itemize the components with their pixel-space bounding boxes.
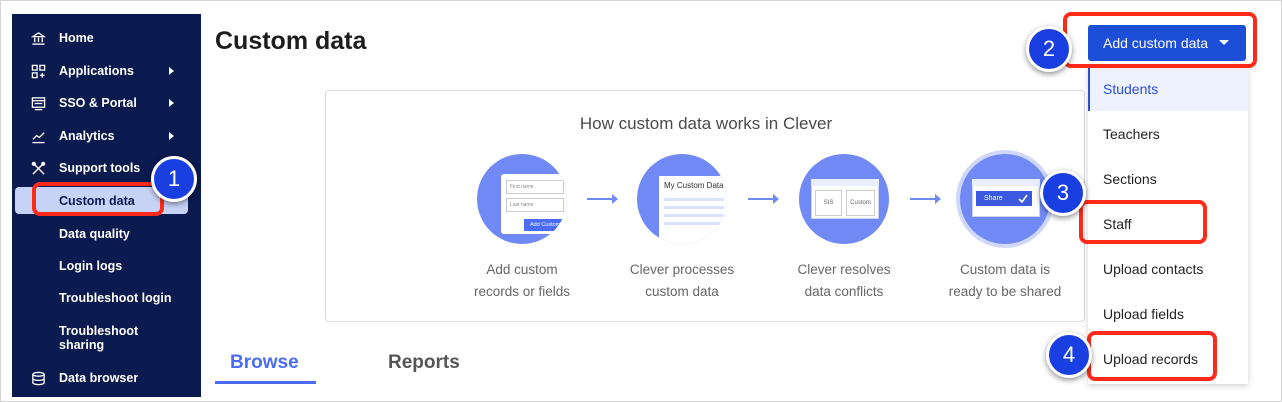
step-badge: 1 [151, 156, 197, 202]
arrow-right-icon [587, 194, 618, 204]
menu-item-upload-records[interactable]: Upload records [1103, 350, 1198, 367]
caption-line: Clever resolves [797, 262, 891, 277]
step-badge: 2 [1026, 26, 1072, 72]
data-sheet-illustration: My Custom Data [637, 154, 727, 244]
sidebar-item-sso-portal[interactable]: SSO & Portal [12, 88, 201, 118]
caption-line: Add custom [486, 262, 558, 277]
sidebar-item-label: Login logs [59, 259, 123, 273]
sidebar-item-label: Data browser [59, 371, 139, 385]
sidebar-item-data-quality[interactable]: Data quality [12, 219, 201, 249]
custom-box: Custom [846, 190, 875, 216]
tab-reports[interactable]: Reports [388, 352, 460, 373]
sidebar-item-data-browser[interactable]: Data browser [12, 363, 201, 393]
menu-item-upload-contacts[interactable]: Upload contacts [1103, 260, 1204, 277]
conflict-illustration: SIS Custom [799, 154, 889, 244]
sidebar-item-label: Support tools [59, 161, 141, 175]
step-caption: Add custom records or fields [447, 259, 597, 303]
menu-item-staff[interactable]: Staff [1103, 215, 1132, 232]
step-caption: Clever resolves data conflicts [769, 259, 919, 303]
step-badge: 3 [1040, 170, 1086, 216]
page-title: Custom data [215, 27, 367, 55]
sidebar-item-analytics[interactable]: Analytics [12, 121, 201, 151]
chart-icon [30, 128, 46, 144]
share-illus-label: Share [984, 195, 1003, 202]
first-name-field: First name [506, 180, 564, 194]
caption-line: data conflicts [804, 284, 884, 299]
chevron-right-icon [169, 67, 174, 75]
portal-icon [30, 95, 46, 111]
apps-grid-icon [30, 63, 46, 79]
caption-line: Custom data is [959, 262, 1051, 277]
tab-browse[interactable]: Browse [230, 352, 299, 373]
sidebar-item-applications[interactable]: Applications [12, 56, 201, 86]
sidebar-item-label: Analytics [59, 129, 115, 143]
tools-icon [30, 160, 46, 176]
share-illus-button: Share [976, 191, 1032, 206]
sidebar-item-label: Home [59, 31, 94, 45]
highlight-staff [1079, 200, 1207, 244]
caption-line: records or fields [473, 284, 571, 299]
sidebar-item-label: SSO & Portal [59, 96, 137, 110]
step-caption: Clever processes custom data [607, 259, 757, 303]
step-caption: Custom data is ready to be shared [930, 259, 1080, 303]
my-custom-data-label: My Custom Data [664, 181, 724, 190]
database-icon [30, 370, 46, 386]
step-badge: 4 [1046, 332, 1092, 378]
sidebar-item-label: Data quality [59, 227, 130, 241]
sidebar-item-support-tools[interactable]: Support tools [12, 153, 201, 183]
sidebar-item-home[interactable]: Home [12, 23, 201, 53]
highlight-upload-records [1087, 331, 1217, 381]
hero-title: How custom data works in Clever [579, 114, 833, 133]
menu-item-upload-fields[interactable]: Upload fields [1103, 305, 1184, 322]
form-illustration: First name Last name Add Custom [477, 154, 567, 244]
chevron-right-icon [169, 99, 174, 107]
arrow-right-icon [910, 194, 941, 204]
bank-icon [30, 30, 46, 46]
menu-item-sections[interactable]: Sections [1103, 170, 1157, 187]
caption-line: Clever processes [629, 262, 735, 277]
caption-line: ready to be shared [948, 284, 1062, 299]
sidebar-item-login-logs[interactable]: Login logs [12, 251, 201, 281]
active-tab-indicator [215, 381, 316, 384]
sidebar-item-label: Troubleshoot login [59, 291, 172, 305]
menu-item-teachers[interactable]: Teachers [1103, 125, 1160, 142]
share-illustration: Share [960, 154, 1050, 244]
add-custom-illus-button: Add Custom [524, 219, 567, 231]
sidebar-item-troubleshoot-login[interactable]: Troubleshoot login [12, 283, 201, 313]
menu-item-students[interactable]: Students [1088, 66, 1248, 111]
add-custom-data-button[interactable]: Add custom data [1088, 25, 1246, 61]
how-it-works-panel: How custom data works in Clever First na… [325, 90, 1085, 322]
sidebar-item-label: Troubleshoot sharing [59, 324, 139, 352]
arrow-right-icon [748, 194, 779, 204]
highlight-add-button [1063, 12, 1257, 68]
sidebar-item-label: Custom data [59, 193, 135, 208]
highlight-custom-data [32, 182, 164, 216]
check-icon [1018, 194, 1028, 203]
sidebar-item-label: Applications [59, 64, 135, 78]
chevron-right-icon [169, 132, 174, 140]
sidebar-item-troubleshoot-sharing[interactable]: Troubleshoot sharing [12, 321, 201, 355]
sis-box: SIS [815, 190, 842, 216]
add-custom-data-label: Add custom data [1103, 35, 1209, 51]
caption-line: custom data [645, 284, 719, 299]
last-name-field: Last name [506, 198, 564, 212]
caret-down-icon [1219, 40, 1229, 45]
